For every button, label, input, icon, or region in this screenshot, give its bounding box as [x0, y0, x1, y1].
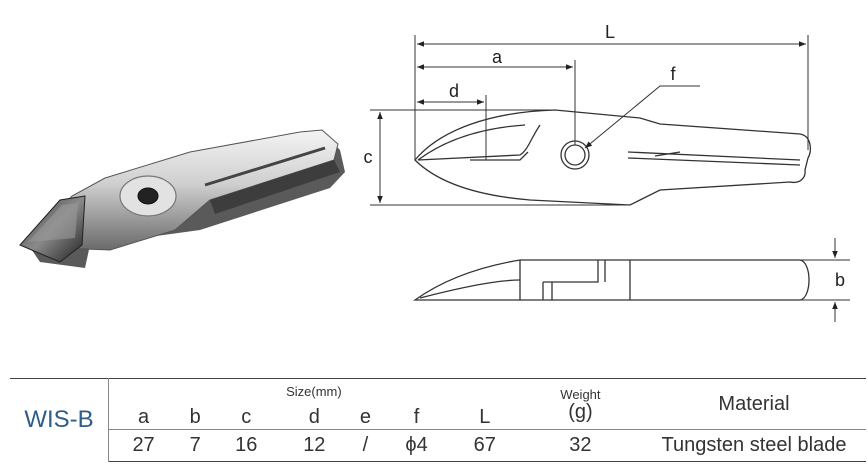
top-view-outline — [412, 259, 810, 301]
value-cell: 7 — [178, 429, 213, 462]
blade-pivot-hole — [137, 187, 159, 205]
spec-header-row: WIS-B Size(mm) Weight (g) Material — [10, 377, 866, 462]
dim-c-label: c — [364, 147, 373, 167]
col-header: a — [138, 406, 150, 429]
dim-a-label: a — [492, 47, 503, 67]
pivot-hole-inner — [564, 144, 586, 166]
weight-unit: (g) — [568, 400, 593, 423]
side-view-slot — [627, 151, 801, 166]
value-cell: 12 — [280, 429, 349, 462]
value-cell: 16 — [212, 429, 281, 462]
col-header: L — [479, 406, 491, 429]
material-value: Tungsten steel blade — [642, 429, 866, 462]
side-view-blade-bevel — [417, 124, 526, 161]
top-view-sections — [519, 260, 631, 300]
dim-b-label: b — [835, 270, 845, 290]
dim-d-label: d — [449, 81, 459, 101]
value-cell: / — [348, 429, 383, 462]
col-header: d — [308, 406, 320, 429]
side-view-blade-edge — [417, 124, 541, 161]
dim-f-leader — [584, 85, 700, 149]
technical-drawing: L a d f c b — [19, 22, 850, 322]
dim-L-label: L — [605, 22, 615, 42]
model-name: WIS-B — [10, 378, 109, 462]
weight-label: Weight — [560, 386, 601, 402]
top-view-bevel — [419, 279, 521, 299]
blade-slot-line — [204, 146, 326, 187]
blade-shank-edge — [210, 160, 340, 214]
top-view-drawing — [412, 259, 810, 301]
value-cell: ϕ4 — [382, 429, 451, 462]
spec-value-row: 27 7 16 12 / ϕ4 67 32 Tungsten steel bla… — [10, 429, 866, 462]
side-view-jaw-line — [470, 151, 529, 161]
blade-3d-render — [19, 129, 345, 268]
col-header: f — [413, 406, 420, 429]
col-header: b — [189, 406, 201, 429]
col-header: e — [359, 406, 371, 429]
blade-tip-highlight — [28, 203, 78, 242]
side-view-outline — [414, 109, 812, 206]
size-label: Size(mm) — [108, 377, 519, 399]
col-header: c — [241, 406, 252, 429]
material-header: Material — [642, 377, 866, 430]
column-header-row: a b c d e f L — [10, 399, 866, 430]
dimension-lines — [370, 35, 850, 322]
spec-table: WIS-B Size(mm) Weight (g) Material a b c… — [10, 377, 866, 462]
value-cell: 27 — [108, 429, 179, 462]
side-view-drawing — [414, 109, 812, 206]
value-cell: 67 — [450, 429, 519, 462]
weight-value: 32 — [518, 429, 642, 462]
weight-header: Weight (g) — [518, 377, 642, 430]
dim-f-label: f — [670, 64, 676, 84]
